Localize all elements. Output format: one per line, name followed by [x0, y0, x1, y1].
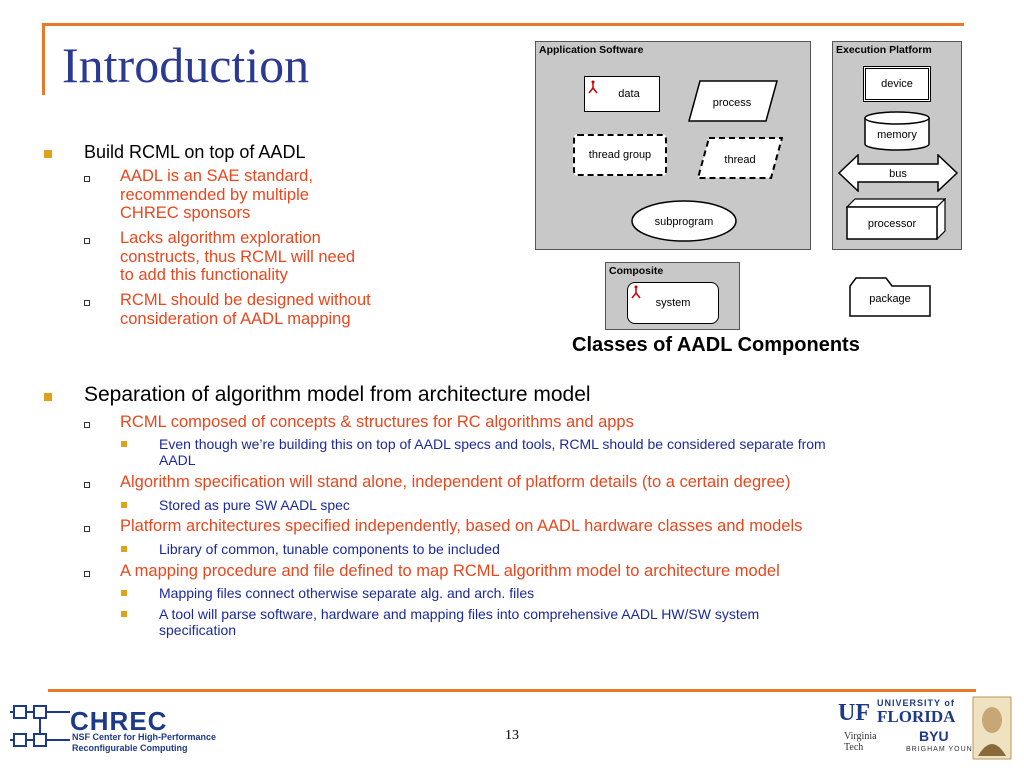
- component-label: package: [869, 293, 911, 305]
- sub-bullet-marker: [84, 176, 90, 182]
- uf-top-text: UNIVERSITY of: [877, 698, 955, 708]
- sub-bullet-algorithm-spec: Algorithm specification will stand alone…: [120, 473, 791, 491]
- uf-logo: UF: [838, 700, 870, 726]
- line: A tool will parse software, hardware and…: [159, 606, 760, 622]
- page-number: 13: [505, 728, 519, 743]
- footer-rule: [48, 689, 976, 692]
- sub-bullet-lacks-exploration: Lacks algorithm exploration constructs, …: [120, 229, 355, 285]
- bullet-marker: [44, 393, 52, 401]
- package-component: package: [849, 277, 931, 317]
- line: AADL is an SAE standard,: [120, 167, 313, 185]
- detail-bullet-marker: [121, 590, 127, 596]
- line: Even though we’re building this on top o…: [159, 436, 826, 452]
- line: CHREC sponsors: [120, 204, 251, 222]
- panel-title: Composite: [609, 265, 664, 277]
- uf-name: FLORIDA: [877, 707, 956, 726]
- line: consideration of AADL mapping: [120, 309, 351, 328]
- bus-component: bus: [838, 154, 958, 192]
- title-top-rule: [42, 23, 964, 26]
- detail-bullet-considered-separate: Even though we’re building this on top o…: [159, 436, 826, 468]
- panel-title: Execution Platform: [836, 44, 932, 56]
- title-left-rule: [42, 23, 45, 95]
- sub-bullet-marker: [84, 482, 90, 488]
- component-label: memory: [877, 129, 917, 141]
- detail-bullet-marker: [121, 441, 127, 447]
- diagram-caption: Classes of AADL Components: [572, 334, 860, 356]
- component-label: thread group: [588, 149, 652, 161]
- sub-bullet-platform-arch: Platform architectures specified indepen…: [120, 517, 803, 535]
- component-label: processor: [868, 218, 917, 230]
- component-label: thread: [724, 154, 755, 166]
- byu-logo: BYU: [919, 728, 949, 744]
- detail-bullet-marker: [121, 546, 127, 552]
- component-label: bus: [889, 168, 907, 180]
- chrec-logo-icon: [10, 705, 70, 747]
- sub-bullet-designed-without: RCML should be designed without consider…: [120, 291, 371, 328]
- detail-bullet-mapping-files: Mapping files connect otherwise separate…: [159, 585, 535, 601]
- sub-bullet-mapping-procedure: A mapping procedure and file defined to …: [120, 562, 780, 580]
- sub-bullet-rcml-composed: RCML composed of concepts & structures f…: [120, 413, 634, 431]
- component-glyph-icon: [588, 80, 598, 94]
- detail-bullet-library: Library of common, tunable components to…: [159, 541, 500, 557]
- bullet-marker: [44, 150, 52, 158]
- line: AADL: [159, 452, 196, 468]
- panel-title: Application Software: [539, 44, 644, 56]
- component-label: subprogram: [655, 216, 714, 228]
- page-title: Introduction: [62, 37, 310, 93]
- subprogram-component: subprogram: [631, 200, 737, 242]
- component-glyph-icon: [631, 285, 641, 299]
- sub-bullet-aadl-standard: AADL is an SAE standard, recommended by …: [120, 167, 313, 223]
- component-label: data: [618, 88, 640, 100]
- component-label: device: [881, 78, 913, 90]
- component-label: process: [713, 97, 752, 109]
- system-component: system: [627, 282, 719, 324]
- sub-bullet-marker: [84, 571, 90, 577]
- processor-component: processor: [846, 198, 946, 240]
- data-component: data: [584, 76, 660, 112]
- line: constructs, thus RCML will need: [120, 247, 356, 266]
- byu-name: BRIGHAM YOUNG: [906, 746, 980, 753]
- chrec-subtitle: NSF Center for High-Performance: [72, 732, 217, 742]
- line: specification: [159, 622, 237, 638]
- line: RCML should be designed without: [120, 291, 371, 309]
- detail-bullet-stored-sw: Stored as pure SW AADL spec: [159, 497, 350, 513]
- sub-bullet-marker: [84, 238, 90, 244]
- memory-component: memory: [864, 111, 930, 151]
- detail-bullet-marker: [121, 611, 127, 617]
- chrec-subtitle: Reconfigurable Computing: [72, 743, 188, 753]
- thread-group-component: thread group: [573, 134, 667, 176]
- sub-bullet-marker: [84, 526, 90, 532]
- component-label: system: [655, 297, 691, 309]
- detail-bullet-tool-parse: A tool will parse software, hardware and…: [159, 606, 759, 638]
- bullet-build-rcml: Build RCML on top of AADL: [84, 142, 306, 162]
- line: Lacks algorithm exploration: [120, 229, 321, 247]
- process-component: process: [688, 80, 778, 122]
- line: to add this functionality: [120, 266, 288, 284]
- sub-bullet-marker: [84, 300, 90, 306]
- vt-logo: Virginia Tech: [844, 731, 877, 753]
- thread-component: thread: [697, 137, 783, 179]
- bullet-separation: Separation of algorithm model from archi…: [84, 383, 591, 406]
- gwu-portrait-icon: [972, 696, 1012, 760]
- sub-bullet-marker: [84, 422, 90, 428]
- line: recommended by multiple: [120, 185, 309, 204]
- detail-bullet-marker: [121, 502, 127, 508]
- chrec-name: CHREC: [70, 706, 168, 736]
- device-component: device: [863, 66, 931, 102]
